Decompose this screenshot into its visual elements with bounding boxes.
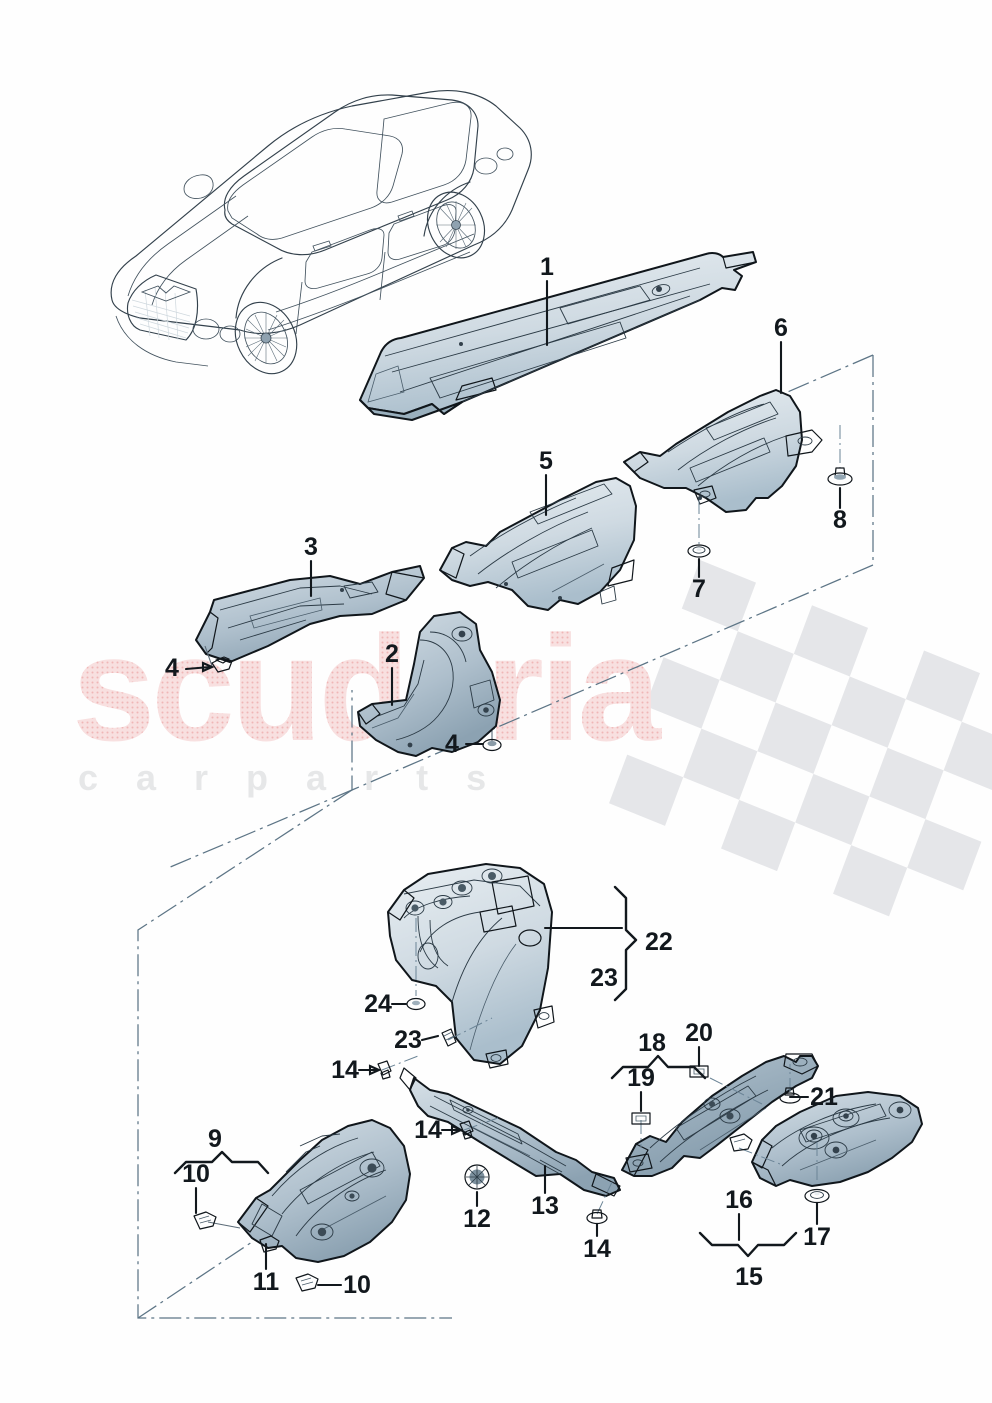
part-23-screw-fastener [441, 1017, 493, 1047]
front-wheel [234, 301, 298, 375]
callouts: 1 2 3 4 4 5 6 7 8 9 [165, 253, 847, 1299]
callout-20: 20 [685, 1019, 713, 1047]
part-6-heat-shield-tunnel-rear [623, 389, 823, 513]
watermark-tagline: c a r p a r t s [78, 757, 500, 798]
callout-10-right: 10 [343, 1271, 371, 1299]
watermark-brand: scuderia [72, 604, 663, 772]
callout-16: 16 [725, 1186, 753, 1214]
bracket-18-19 [610, 1054, 707, 1080]
callout-4-right: 4 [445, 730, 459, 758]
part-18-heat-shield-assembly-rear [621, 1053, 819, 1177]
checkered-flag-watermark [609, 560, 992, 917]
callout-14-c: 14 [583, 1235, 611, 1263]
part-1-heat-shield-tunnel-front [359, 251, 757, 421]
callout-8: 8 [833, 506, 847, 534]
part-7-washer-nut [687, 500, 711, 558]
callout-24: 24 [364, 990, 392, 1018]
part-20-clip-square-upper [689, 1065, 763, 1105]
bracket-9-10 [173, 1150, 270, 1175]
bracket-15-16 [698, 1231, 798, 1258]
part-5-heat-shield-tunnel-mid [439, 477, 637, 611]
part-15-heat-shield-assembly-right [751, 1091, 923, 1187]
bracket-22-23 [613, 885, 638, 1002]
callout-4-left: 4 [165, 654, 179, 682]
callout-13: 13 [531, 1192, 559, 1220]
part-14-pin-fastener-b [459, 1117, 499, 1140]
part-4-clip-fastener-left [204, 645, 233, 673]
part-19-clip-square [631, 1112, 651, 1148]
callout-17: 17 [803, 1223, 831, 1251]
callout-22: 22 [645, 928, 673, 956]
callout-12: 12 [463, 1205, 491, 1233]
part-16-clip-retainer-right [729, 1133, 781, 1165]
part-11-heat-shield-panel-left [237, 1119, 411, 1263]
callout-3: 3 [304, 533, 318, 561]
rear-wheel [426, 191, 486, 259]
vehicle-reference-illustration [110, 89, 532, 375]
part-8-expanding-rivet [827, 425, 853, 486]
callout-14-a: 14 [331, 1056, 359, 1084]
callout-7: 7 [692, 575, 706, 603]
callout-21: 21 [810, 1083, 838, 1111]
callout-1: 1 [540, 253, 554, 281]
part-3-heat-shield-channel [195, 565, 425, 663]
part-13-heat-shield-crossmember [399, 1067, 621, 1197]
callout-10-left: 10 [182, 1160, 210, 1188]
part-10-clip-retainer-b [295, 1273, 343, 1292]
callout-23-bracket: 23 [590, 964, 618, 992]
part-2-heat-shield-small-centre [357, 611, 501, 757]
part-22-heat-shield-rear-wheelhouse [387, 863, 555, 1069]
part-12-grommet-round [464, 1164, 490, 1190]
callout-18: 18 [638, 1029, 666, 1057]
part-14-pin-fastener-a [377, 1055, 419, 1080]
callout-11: 11 [253, 1268, 280, 1296]
callout-2: 2 [385, 640, 399, 668]
callout-23-screw: 23 [394, 1026, 422, 1054]
callout-19: 19 [627, 1064, 655, 1092]
callout-9: 9 [208, 1125, 222, 1153]
callout-5: 5 [539, 447, 553, 475]
lower-assembly-frame [137, 789, 452, 1319]
callout-15: 15 [735, 1263, 763, 1291]
part-10-clip-retainer-a [193, 1211, 241, 1230]
callout-6: 6 [774, 314, 788, 342]
callout-14-b: 14 [414, 1116, 442, 1144]
part-11-clip [259, 1235, 280, 1253]
